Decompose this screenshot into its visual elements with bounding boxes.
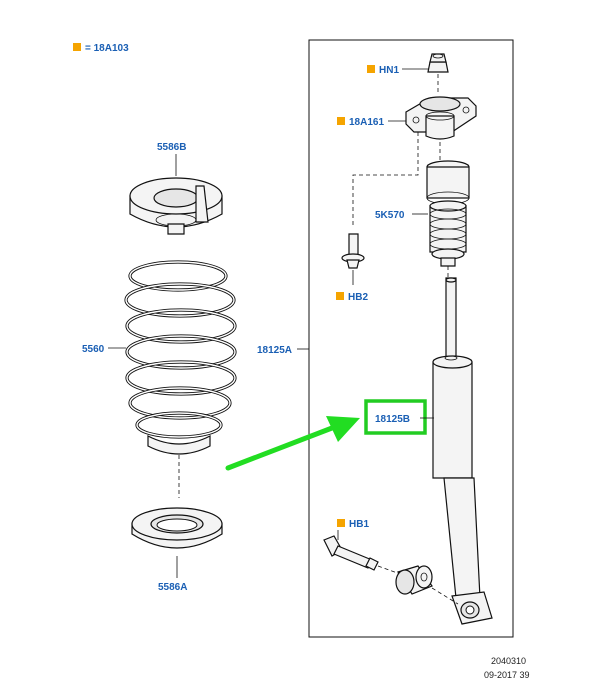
legend-text: = 18A103 (85, 43, 129, 54)
label-seat-lower: 5586A (158, 582, 187, 593)
bump-stop (426, 160, 470, 267)
bolt-lower-marker (337, 519, 345, 527)
mount-marker (337, 117, 345, 125)
label-bumper: 5K570 (375, 210, 405, 221)
top-nut (427, 53, 449, 73)
label-nut: HN1 (379, 65, 399, 76)
top-mount (405, 96, 477, 140)
label-mount: 18A161 (349, 117, 384, 128)
bushing-eye-dashline (431, 587, 459, 605)
bolt-bushing-dashline (377, 565, 401, 575)
bolt-upper-marker (336, 292, 344, 300)
lower-bolt (323, 535, 379, 571)
footer-date: 09-2017 39 (484, 670, 530, 680)
coil-spring (124, 260, 237, 455)
label-assembly: 18125A (257, 345, 292, 356)
assembly-frame (308, 39, 514, 638)
shock-highlight-box (364, 399, 427, 435)
label-bolt-lower: HB1 (349, 519, 369, 530)
lower-bushing (395, 565, 433, 595)
shock-absorber (432, 277, 493, 625)
upper-spring-seat (129, 177, 223, 235)
label-shock: 18125B (375, 414, 410, 425)
label-bolt-upper: HB2 (348, 292, 368, 303)
footer-ref: 2040310 (491, 656, 526, 666)
green-pointer-arrow (225, 416, 360, 471)
label-seat-upper: 5586B (157, 142, 186, 153)
nut-marker (367, 65, 375, 73)
legend-marker (73, 43, 81, 51)
upper-bolt (341, 233, 365, 269)
label-spring: 5560 (82, 344, 105, 355)
mount-bolt-dashline (352, 132, 419, 228)
lower-spring-seat (131, 507, 223, 549)
